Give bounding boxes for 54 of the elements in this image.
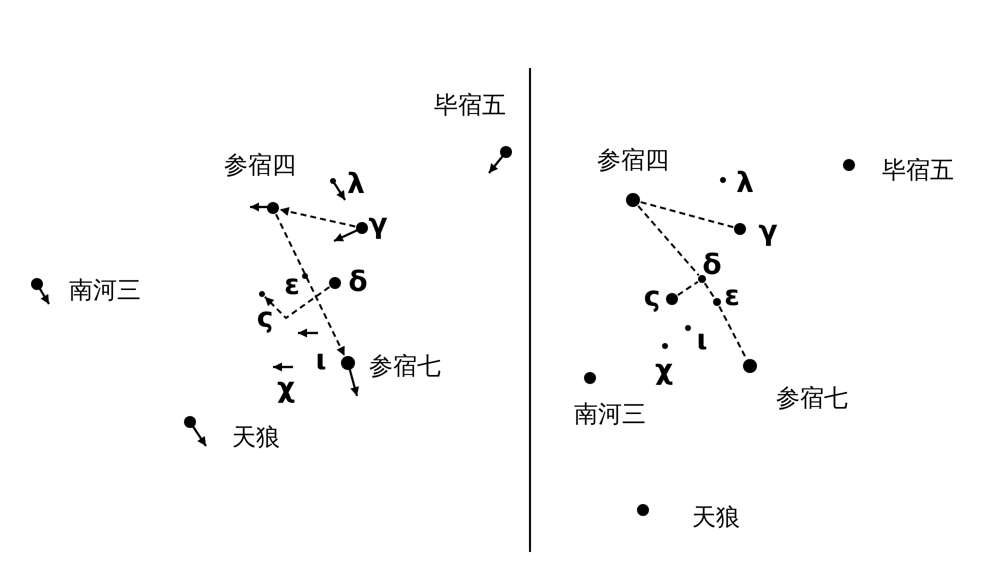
star-label: 参宿七 [369, 354, 441, 378]
star-dot [341, 356, 355, 370]
star-dot [743, 359, 757, 373]
star-label: ι [316, 346, 326, 374]
dashed-line [280, 207, 356, 228]
star-dot [500, 146, 512, 158]
star-dot [734, 223, 746, 235]
star-label: λ [736, 169, 754, 197]
star-label: ς [256, 304, 274, 332]
star-label: δ [702, 251, 722, 279]
star-dot [626, 193, 640, 207]
star-dot [662, 343, 668, 349]
star-label: γ [368, 210, 388, 238]
star-label: 毕宿五 [434, 93, 506, 117]
star-dot [184, 416, 196, 428]
star-label: 天狼 [692, 505, 740, 529]
star-dot [267, 202, 279, 214]
star-dot [666, 293, 678, 305]
star-dot [584, 372, 596, 384]
dashed-line [638, 205, 700, 276]
star-label: 毕宿五 [882, 158, 954, 182]
star-label: ς [644, 283, 660, 311]
dashed-line [640, 201, 734, 228]
star-label: 南河三 [69, 278, 141, 302]
star-dot [259, 291, 265, 297]
star-dot [720, 177, 726, 183]
dashed-line [264, 286, 330, 320]
star-label: 参宿七 [776, 386, 848, 410]
star-label: ε [724, 282, 740, 310]
star-dot [698, 275, 706, 283]
star-dot [637, 504, 649, 516]
star-dot [713, 298, 721, 306]
star-dot [31, 278, 43, 290]
star-label: ι [696, 326, 708, 354]
star-dot [330, 178, 336, 184]
star-label: 南河三 [574, 402, 646, 426]
dashed-line [275, 214, 346, 356]
star-dot [685, 325, 691, 331]
star-label: 参宿四 [224, 153, 296, 177]
star-label: ε [284, 271, 300, 299]
star-label: 参宿四 [597, 148, 669, 172]
star-label: λ [347, 170, 365, 198]
star-label: γ [758, 217, 778, 245]
star-dot [843, 159, 855, 171]
star-dot [356, 222, 368, 234]
star-label: χ [276, 374, 296, 402]
star-dot [329, 277, 341, 289]
star-label: 天狼 [232, 425, 280, 449]
dashed-line [704, 282, 716, 298]
star-label: δ [348, 268, 368, 296]
dashed-line [718, 306, 748, 360]
dashed-line [677, 280, 698, 296]
star-label: χ [654, 356, 674, 384]
star-dot [302, 273, 308, 279]
